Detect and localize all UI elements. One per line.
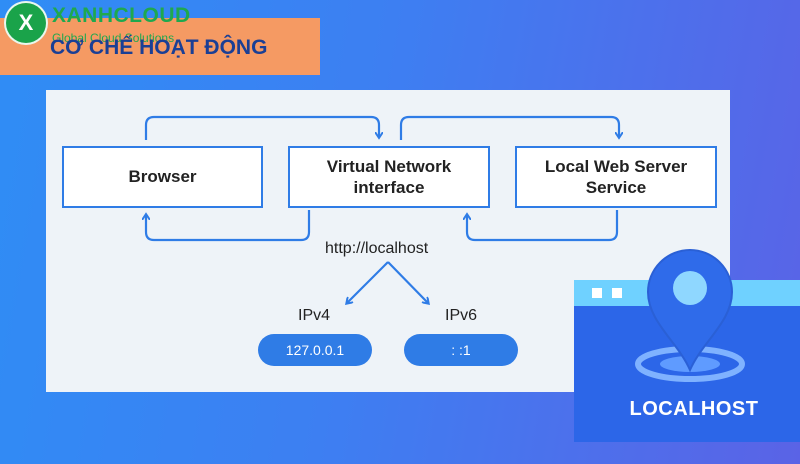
ipv6-label: IPv6 <box>445 307 478 324</box>
xanhcloud-logo-icon: X <box>6 3 46 43</box>
map-pin-icon <box>635 249 745 382</box>
ipv4-address-pill: 127.0.0.1 <box>258 334 372 366</box>
ipv4-label: IPv4 <box>298 307 331 324</box>
localhost-url-label: http://localhost <box>325 240 429 257</box>
arrow-vni-to-browser <box>146 210 311 242</box>
panel-dot <box>592 288 602 298</box>
page-title: CƠ CHẾ HOẠT ĐỘNG <box>50 36 268 59</box>
arrow-to-ipv4 <box>347 261 389 303</box>
browser-node: Browser <box>62 146 263 208</box>
arrow-server-to-vni <box>467 210 619 242</box>
brand-name: XANHCLOUD <box>52 4 191 27</box>
localhost-badge-label: LOCALHOST <box>629 398 759 420</box>
ipv6-address-pill: : :1 <box>404 334 518 366</box>
arrow-vni-to-server <box>399 115 619 140</box>
title-banner <box>0 18 320 75</box>
arrow-to-ipv6 <box>387 261 428 303</box>
arrow-browser-to-vni <box>144 115 379 140</box>
brand-tagline: Global Cloud Solutions <box>52 31 175 45</box>
panel-dot <box>612 288 622 298</box>
